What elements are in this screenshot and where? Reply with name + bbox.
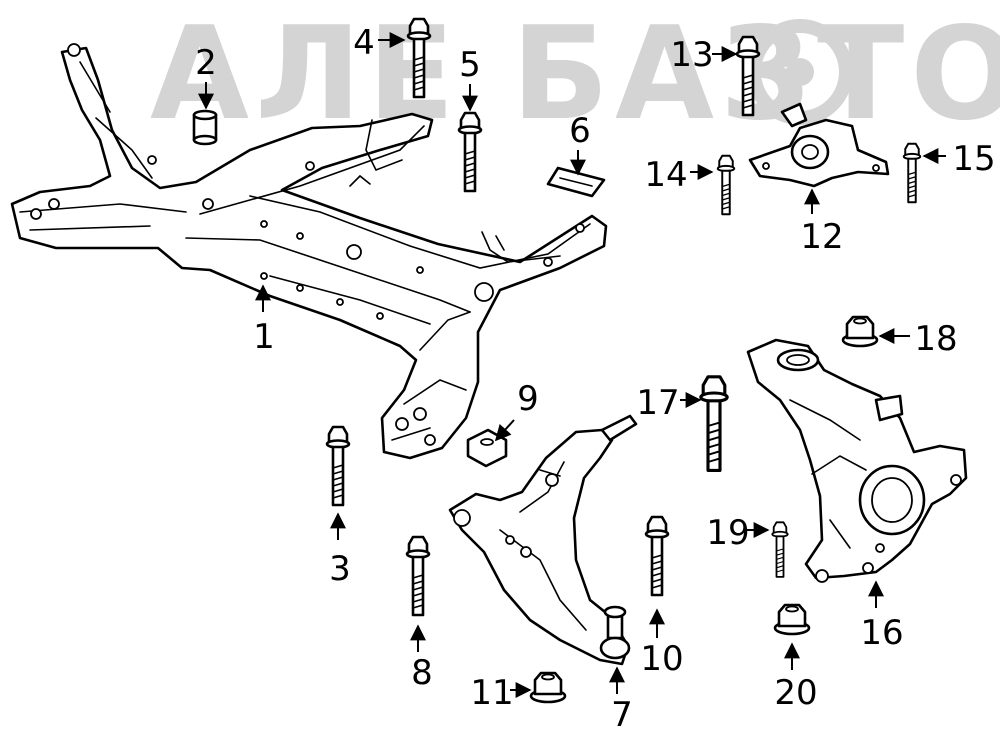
part-16-knuckle — [746, 338, 968, 583]
callout-18: 18 — [914, 319, 957, 359]
part-7-control-arm — [448, 414, 638, 666]
callout-13: 13 — [670, 35, 713, 75]
callout-12: 12 — [800, 217, 843, 257]
part-10-bolt — [644, 515, 670, 597]
leader-arrows — [198, 32, 946, 698]
part-6-shield — [546, 166, 606, 198]
callout-3: 3 — [329, 549, 351, 589]
callout-6: 6 — [569, 111, 591, 151]
callout-10: 10 — [640, 639, 683, 679]
callout-7: 7 — [611, 695, 633, 735]
watermark-text: АЛЕ БАЗТО — [150, 0, 1000, 149]
part-1-subframe — [10, 43, 608, 460]
callout-16: 16 — [860, 613, 903, 653]
callout-9: 9 — [517, 379, 539, 419]
callout-11: 11 — [470, 673, 513, 713]
callout-2: 2 — [195, 43, 217, 83]
part-15-bolt — [902, 142, 922, 204]
part-14-bolt — [716, 154, 736, 216]
callout-8: 8 — [411, 653, 433, 693]
part-8-bolt — [405, 535, 431, 617]
part-2-bushing — [192, 109, 218, 146]
leader-9 — [494, 419, 515, 442]
part-18-nut — [841, 315, 879, 348]
part-20-nut — [773, 603, 811, 636]
watermark-logo: АЛЕ БАЗТО — [150, 0, 1000, 149]
callout-14: 14 — [644, 155, 687, 195]
part-11-nut — [529, 671, 567, 704]
watermark-dot — [786, 58, 814, 86]
part-12-mount — [748, 102, 890, 188]
part-3-bolt — [325, 425, 351, 507]
part-19-bolt — [771, 521, 789, 578]
part-17-bolt — [699, 375, 729, 472]
callout-19: 19 — [706, 513, 749, 553]
part-5-bolt — [457, 111, 483, 193]
callout-4: 4 — [353, 23, 375, 63]
callout-15: 15 — [952, 139, 995, 179]
callout-5: 5 — [459, 45, 481, 85]
callout-20: 20 — [774, 673, 817, 713]
callout-numbers: 1 2 3 4 5 6 7 8 9 10 11 12 13 14 15 16 1… — [195, 23, 995, 735]
callout-17: 17 — [636, 383, 679, 423]
callout-1: 1 — [253, 317, 275, 357]
